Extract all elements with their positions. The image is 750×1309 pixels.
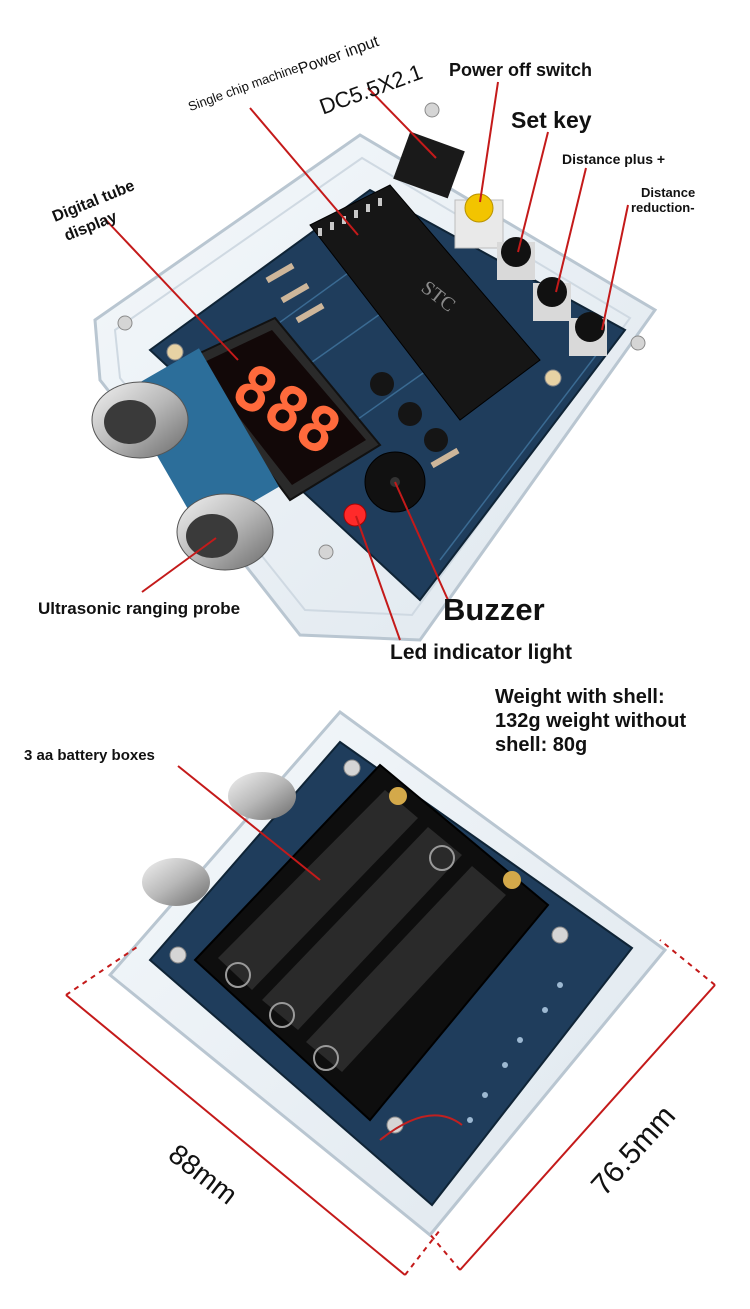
- label-power-switch: Power off switch: [449, 60, 593, 80]
- led-light: [343, 503, 367, 527]
- label-set-key: Set key: [511, 107, 592, 133]
- label-weight-1: Weight with shell:: [495, 686, 665, 708]
- label-weight-2: 132g weight without: [495, 710, 687, 732]
- label-buzzer: Buzzer: [443, 592, 545, 627]
- label-distance-reduction-2: reduction-: [631, 200, 695, 215]
- power-switch-cap: [464, 193, 494, 223]
- label-battery: 3 aa battery boxes: [24, 747, 155, 764]
- label-distance-plus: Distance plus +: [562, 151, 666, 167]
- label-probe: Ultrasonic ranging probe: [38, 599, 241, 618]
- pcb-board: [148, 188, 627, 602]
- dc-power-jack: [393, 131, 465, 199]
- bottom-device: [107, 709, 668, 1238]
- keys: [497, 237, 607, 356]
- microcontroller-chip: [309, 184, 541, 421]
- dimension-extension-lines: [65, 939, 716, 1276]
- label-distance-reduction-1: Distance: [641, 185, 696, 200]
- top-callout-lines: [103, 81, 629, 641]
- label-led: Led indicator light: [390, 641, 572, 664]
- label-weight-3: shell: 80g: [495, 734, 588, 756]
- top-device: STC: [91, 102, 658, 642]
- bottom-callout-lines: [65, 765, 716, 1276]
